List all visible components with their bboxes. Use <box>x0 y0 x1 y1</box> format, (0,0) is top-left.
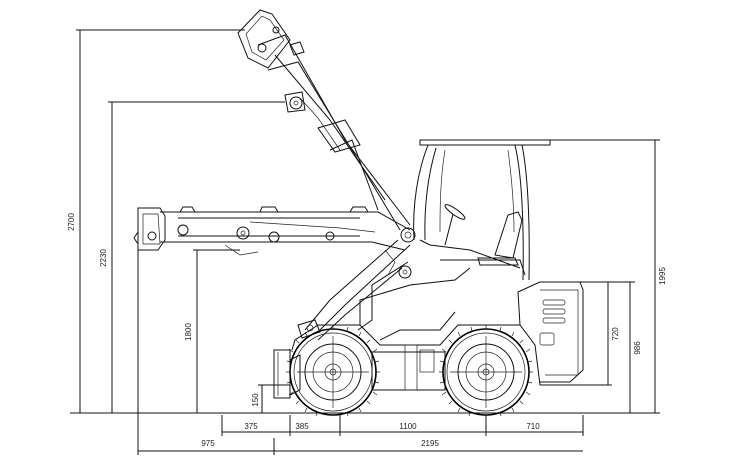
attachment-raised <box>237 9 305 69</box>
boom-raised <box>257 34 411 231</box>
dimension-cab-height: 1995 <box>525 139 667 413</box>
operator-seat <box>477 211 523 266</box>
dim-label-reach-height: 1800 <box>184 323 193 341</box>
engine-hood <box>517 281 584 383</box>
dimension-rear-height: 720 <box>580 282 620 386</box>
dimension-body-height: 986 <box>580 281 642 413</box>
steering-wheel <box>444 204 466 246</box>
dim-label-hinge-height: 2230 <box>99 249 108 267</box>
lift-arm-linkage <box>297 227 416 341</box>
dimension-reach-height: 1800 <box>184 249 240 413</box>
dim-label-machine-length: 2195 <box>421 439 439 448</box>
boom-lowered <box>160 206 411 256</box>
dimension-hinge-height: 2230 <box>99 101 285 413</box>
dim-label-total-height: 2700 <box>67 213 76 231</box>
dim-label-body-height: 986 <box>633 341 642 355</box>
dim-label-rear-height: 720 <box>611 327 620 341</box>
rear-wheel <box>439 325 533 417</box>
dimension-bucket-depth: 150 <box>251 384 290 413</box>
dim-label-rear-overhang: 710 <box>526 422 540 431</box>
dim-label-bucket-reach: 975 <box>201 439 215 448</box>
dim-label-cab-height: 1995 <box>658 267 667 285</box>
dim-label-bucket-depth: 150 <box>251 393 260 407</box>
dim-label-wheelbase: 1100 <box>399 422 417 431</box>
attachment-lowered <box>133 207 166 251</box>
dimension-total-height: 2700 <box>67 29 245 413</box>
dimension-row-upper: 375 385 1100 710 <box>221 415 584 436</box>
dim-label-front-overhang: 385 <box>295 422 309 431</box>
chassis <box>291 267 583 391</box>
front-bucket-ground <box>273 349 301 399</box>
dim-label-bucket-offset: 375 <box>244 422 258 431</box>
operator-cab <box>413 139 551 281</box>
dimension-row-lower: 975 2195 <box>137 250 583 455</box>
